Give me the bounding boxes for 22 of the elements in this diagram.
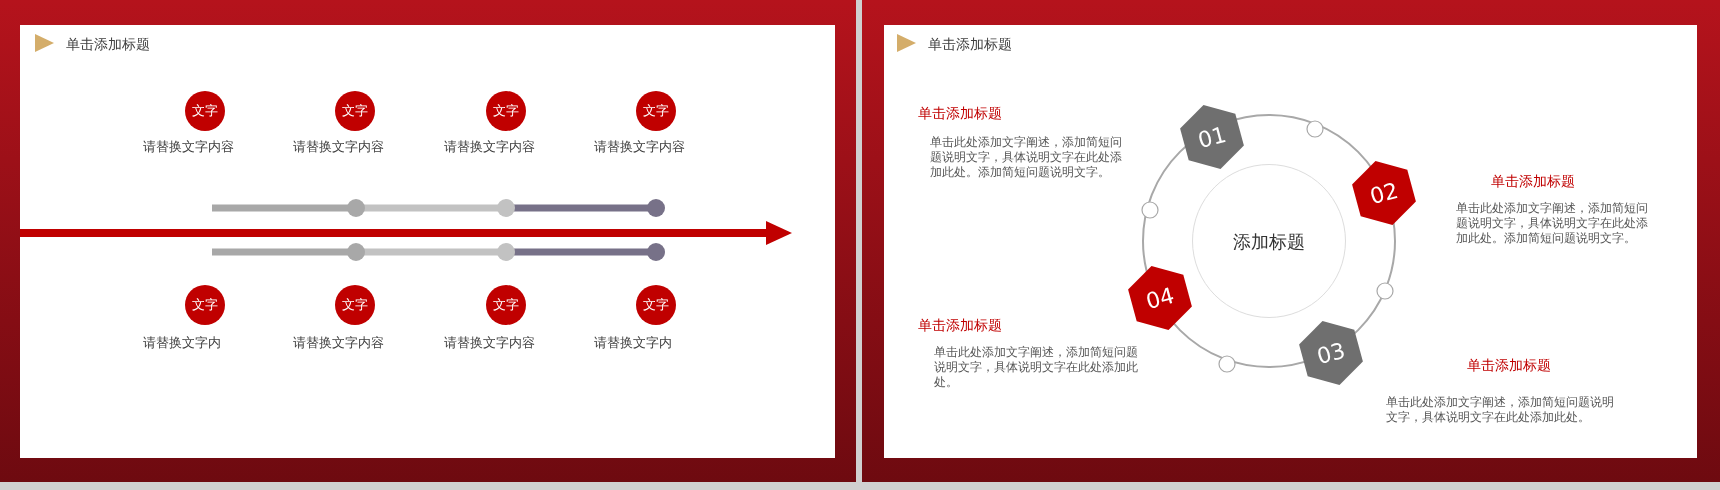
caption-text: 请替换文字内容 [293,138,385,156]
section-heading: 单击添加标题 [1490,172,1576,191]
caption-text: 请替换文字内容 [444,138,536,156]
caption-text: 请替换文字内容 [444,334,536,352]
caption-text: 请替换文字内容 [293,334,385,352]
caption-text: 请替换文字内容 [594,138,686,156]
caption-text: 请替换文字内 [594,334,673,352]
slide-title: 单击添加标题 [66,35,151,54]
caption-text: 请替换文字内容 [143,138,235,156]
body-text: 单击此处添加文字阐述，添加简短问题说明文字，具体说明文字在此处添加此处。添加简短问题说明文字。 [1456,201,1649,246]
hexagon-badge: 03 [1298,320,1364,386]
section-heading: 单击添加标题 [917,104,1003,123]
hexagon-badge: 01 [1179,104,1245,170]
body-text: 单击此处添加文字阐述，添加简短问题说明文字，具体说明文字在此处添加此处。添加简短问题说明文字。 [930,135,1123,180]
body-text: 单击此处添加文字阐述，添加简短问题说明文字，具体说明文字在此处添加此处。 [1386,395,1615,425]
slide-title: 单击添加标题 [928,35,1013,54]
body-text: 单击此处添加文字阐述，添加简短问题说明文字，具体说明文字在此处添加此处。 [934,345,1139,390]
section-heading: 单击添加标题 [917,316,1003,335]
caption-text: 请替换文字内 [143,334,222,352]
section-heading: 单击添加标题 [1466,356,1552,375]
hexagon-badge: 04 [1127,265,1193,331]
hexagon-badge: 02 [1351,160,1417,226]
